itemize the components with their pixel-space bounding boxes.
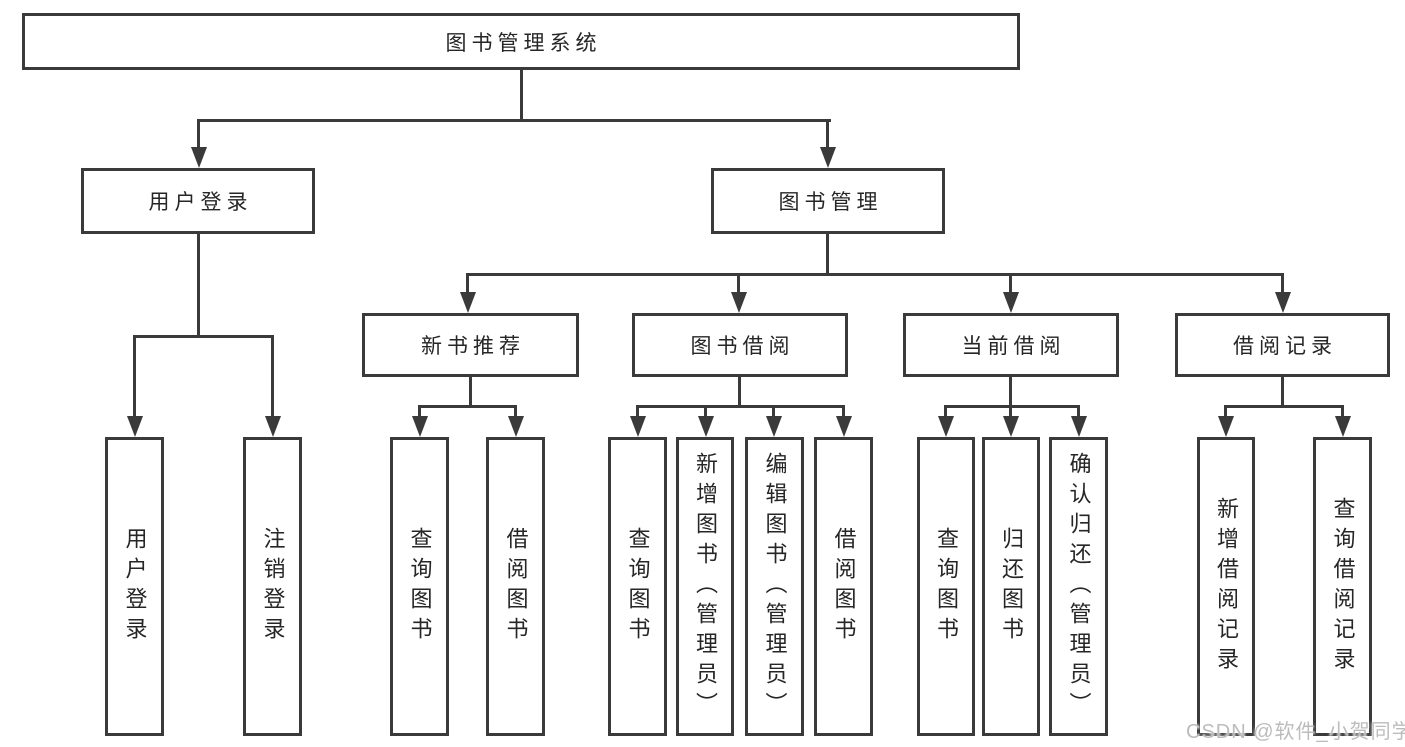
leaf-confirm-return-admin: 确认归还（管理员）	[1049, 437, 1108, 736]
arrow-down-icon	[1002, 405, 1019, 437]
node-user-login-label: 用户登录	[148, 191, 253, 214]
arrow-down-icon	[507, 405, 524, 437]
arrow-down-icon	[835, 405, 852, 437]
connector-user-login-trunk	[197, 233, 200, 335]
node-root: 图书管理系统	[22, 13, 1020, 70]
leaf-add-book-admin-label: 新增图书（管理员）	[693, 451, 718, 722]
connector-level3-distributor	[466, 273, 1284, 276]
arrow-down-icon	[264, 335, 281, 437]
leaf-return-book-label: 归还图书	[999, 526, 1024, 647]
node-new-book-recommend: 新书推荐	[362, 313, 579, 377]
leaf-confirm-return-admin-label: 确认归还（管理员）	[1066, 451, 1092, 722]
arrow-down-icon	[1217, 405, 1234, 437]
node-book-borrow-label: 图书借阅	[690, 335, 795, 358]
leaf-borrow-books-label: 借阅图书	[831, 526, 857, 647]
connector-book-management-trunk	[826, 233, 829, 273]
node-current-borrow: 当前借阅	[903, 313, 1119, 377]
leaf-query-borrow-record-label: 查询借阅记录	[1330, 496, 1356, 677]
arrow-down-icon	[190, 119, 207, 168]
leaf-edit-book-admin: 编辑图书（管理员）	[745, 437, 804, 736]
node-root-label: 图书管理系统	[445, 31, 602, 55]
arrow-down-icon	[1334, 405, 1351, 437]
arrow-down-icon	[629, 405, 646, 437]
connector-level2-distributor	[197, 119, 831, 122]
leaf-user-login-label: 用户登录	[122, 526, 148, 647]
node-user-login: 用户登录	[81, 168, 315, 234]
leaf-query-books-recommend-label: 查询图书	[407, 526, 433, 647]
leaf-add-borrow-record-label: 新增借阅记录	[1214, 496, 1239, 677]
node-new-book-recommend-label: 新书推荐	[421, 335, 525, 358]
node-current-borrow-label: 当前借阅	[961, 335, 1066, 358]
arrow-down-icon	[411, 405, 428, 437]
leaf-borrow-books-recommend-label: 借阅图书	[503, 526, 529, 647]
connector-root-trunk	[520, 69, 523, 120]
connector-trunk	[469, 377, 472, 405]
arrow-down-icon	[1274, 273, 1291, 313]
connector-distributor	[636, 405, 845, 408]
leaf-add-borrow-record: 新增借阅记录	[1197, 437, 1255, 736]
leaf-query-books-recommend: 查询图书	[390, 437, 449, 736]
arrow-down-icon	[765, 405, 782, 437]
connector-trunk	[738, 377, 741, 405]
node-book-management-label: 图书管理	[778, 191, 883, 214]
arrow-down-icon	[459, 273, 476, 313]
connector-distributor	[418, 405, 517, 408]
connector-distributor	[1224, 405, 1344, 408]
connector-distributor	[944, 405, 1080, 408]
leaf-query-books-borrow: 查询图书	[608, 437, 667, 736]
arrow-down-icon	[730, 273, 747, 313]
connector-trunk	[1009, 377, 1012, 405]
leaf-edit-book-admin-label: 编辑图书（管理员）	[762, 451, 788, 722]
arrow-down-icon	[1002, 273, 1019, 313]
leaf-logout-label: 注销登录	[260, 526, 286, 647]
node-book-management: 图书管理	[711, 168, 945, 234]
node-borrow-records-label: 借阅记录	[1233, 335, 1337, 358]
leaf-query-books-borrow-label: 查询图书	[625, 526, 651, 647]
arrow-down-icon	[126, 335, 143, 437]
arrow-down-icon	[937, 405, 954, 437]
leaf-logout: 注销登录	[243, 437, 302, 736]
csdn-watermark: CSDN @软件_小贺同学	[1186, 721, 1405, 743]
node-borrow-records: 借阅记录	[1175, 313, 1390, 377]
leaf-borrow-books: 借阅图书	[814, 437, 873, 736]
leaf-add-book-admin: 新增图书（管理员）	[676, 437, 734, 736]
leaf-query-books-current: 查询图书	[917, 437, 975, 736]
arrow-down-icon	[1070, 405, 1087, 437]
leaf-user-login: 用户登录	[105, 437, 164, 736]
node-book-borrow: 图书借阅	[632, 313, 848, 377]
arrow-down-icon	[697, 405, 714, 437]
leaf-borrow-books-recommend: 借阅图书	[486, 437, 545, 736]
leaf-query-borrow-record: 查询借阅记录	[1313, 437, 1372, 736]
connector-trunk	[1281, 377, 1284, 405]
leaf-query-books-current-label: 查询图书	[934, 526, 959, 647]
arrow-down-icon	[819, 119, 836, 168]
connector-user-login-distributor	[133, 335, 274, 338]
leaf-return-book: 归还图书	[982, 437, 1040, 736]
